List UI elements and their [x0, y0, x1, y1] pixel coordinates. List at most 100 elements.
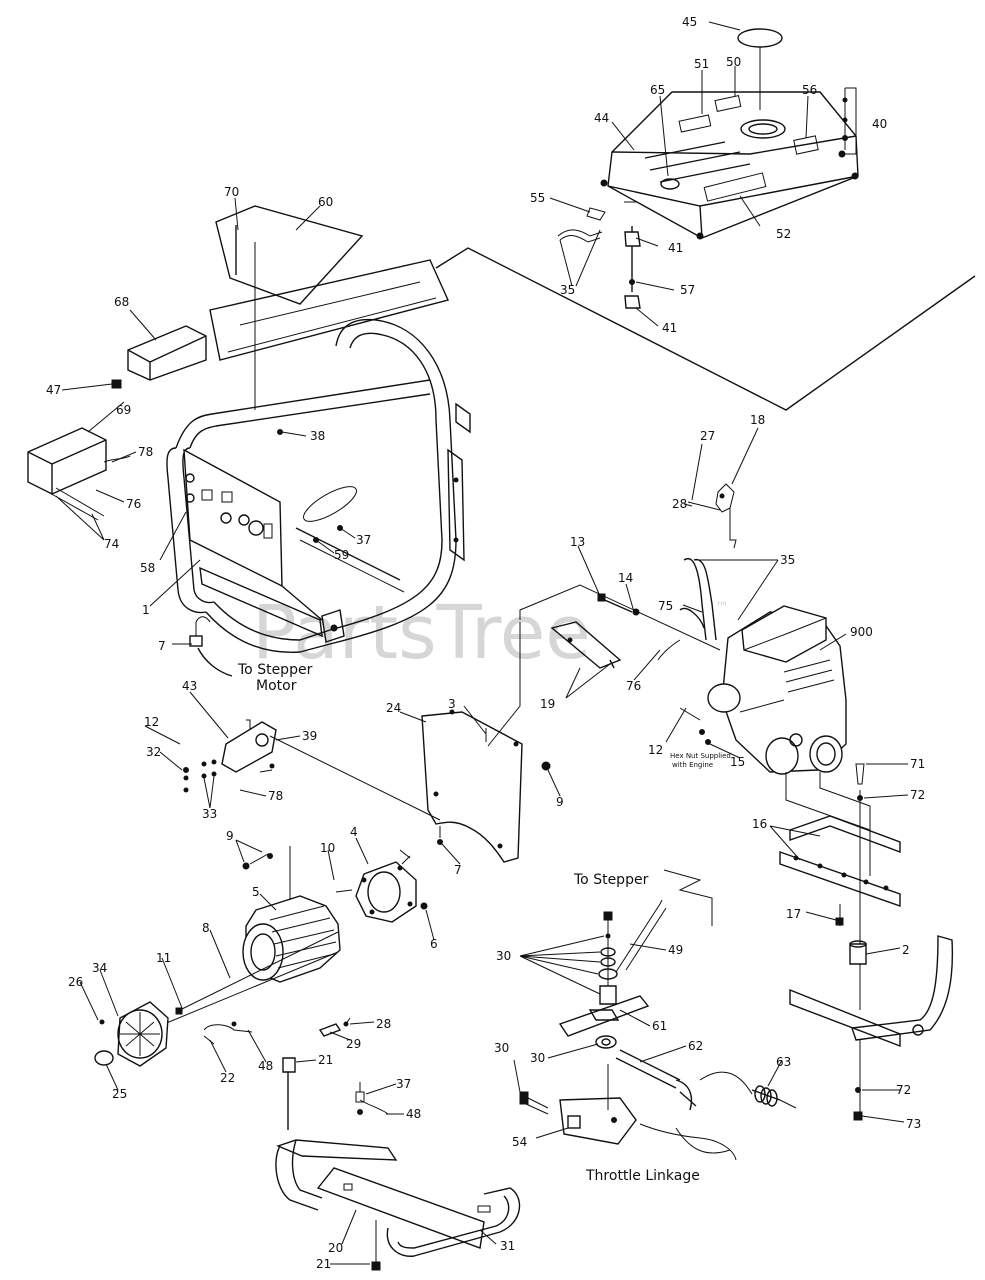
- callout-label: 56: [802, 83, 817, 97]
- callout-label: 48: [258, 1059, 273, 1073]
- watermark-trademark: ™: [715, 600, 729, 616]
- callout-label: 12: [144, 715, 159, 729]
- callout-label: 13: [570, 535, 585, 549]
- mount-rails: [779, 763, 954, 1121]
- callout-label: 37: [396, 1077, 411, 1091]
- callout-label: 16: [752, 817, 767, 831]
- to-stepper-caption: To Stepper: [573, 872, 649, 888]
- callout-label: 17: [786, 907, 801, 921]
- callout-label: 24: [386, 701, 401, 715]
- callout-label: 41: [662, 321, 677, 335]
- callout-label: 65: [650, 83, 665, 97]
- callout-label: 33: [202, 807, 217, 821]
- callout-label: 12: [648, 743, 663, 757]
- callout-label: 43: [182, 679, 197, 693]
- callout-label: 57: [680, 283, 695, 297]
- callout-label: 78: [138, 445, 153, 459]
- callout-label: 44: [594, 111, 609, 125]
- callout-label: 21: [318, 1053, 333, 1067]
- callout-label: 63: [776, 1055, 791, 1069]
- callout-label: 8: [202, 921, 210, 935]
- hex-nut-note-line2: with Engine: [672, 761, 713, 769]
- callout-label: 7: [454, 863, 462, 877]
- stepper-motor-caption-line2: Motor: [256, 678, 297, 694]
- callout-label: 18: [750, 413, 765, 427]
- handle-assembly: [275, 1057, 521, 1271]
- callout-label: 37: [356, 533, 371, 547]
- callout-label: 2: [902, 943, 910, 957]
- callout-label: 72: [910, 788, 925, 802]
- callout-label: 68: [114, 295, 129, 309]
- callout-label: 50: [726, 55, 741, 69]
- throttle-linkage-assembly: [519, 869, 797, 1161]
- callout-label: 58: [140, 561, 155, 575]
- callout-label: 30: [494, 1041, 509, 1055]
- engine-assembly: [519, 483, 871, 876]
- alternator-assembly: [94, 846, 428, 1067]
- callout-label: 75: [658, 599, 673, 613]
- callout-label: 47: [46, 383, 61, 397]
- callout-label: 30: [496, 949, 511, 963]
- callout-label: 9: [556, 795, 564, 809]
- callout-label: 62: [688, 1039, 703, 1053]
- callout-label: 10: [320, 841, 335, 855]
- callout-label: 5: [252, 885, 260, 899]
- callout-label: 31: [500, 1239, 515, 1253]
- callout-label: 76: [626, 679, 641, 693]
- callout-label: 28: [672, 497, 687, 511]
- callout-label: 20: [328, 1241, 343, 1255]
- callout-label: 78: [268, 789, 283, 803]
- callout-label: 69: [116, 403, 131, 417]
- callout-label: 30: [530, 1051, 545, 1065]
- callout-label: 71: [910, 757, 925, 771]
- callout-label: 34: [92, 961, 107, 975]
- fuel-tank-assembly: [557, 28, 859, 309]
- callout-label: 35: [780, 553, 795, 567]
- callout-label: 72: [896, 1083, 911, 1097]
- callout-labels: 45 51 50 65 56 40 44 55 52 41 57 41 35 7…: [46, 15, 925, 1271]
- callout-label: 55: [530, 191, 545, 205]
- callout-label: 60: [318, 195, 333, 209]
- callout-label: 59: [334, 548, 349, 562]
- callout-label: 4: [350, 825, 358, 839]
- callout-label: 25: [112, 1087, 127, 1101]
- callout-label: 52: [776, 227, 791, 241]
- callout-label: 40: [872, 117, 887, 131]
- callout-label: 48: [406, 1107, 421, 1121]
- callout-label: 9: [226, 829, 234, 843]
- throttle-linkage-caption: Throttle Linkage: [585, 1168, 700, 1184]
- callout-label: 39: [302, 729, 317, 743]
- callout-label: 14: [618, 571, 633, 585]
- callout-label: 45: [682, 15, 697, 29]
- callout-label: 29: [346, 1037, 361, 1051]
- callout-label: 6: [430, 937, 438, 951]
- tank-group-boundary: [435, 247, 976, 411]
- callout-label: 26: [68, 975, 83, 989]
- callout-label: 27: [700, 429, 715, 443]
- callout-label: 49: [668, 943, 683, 957]
- callout-label: 73: [906, 1117, 921, 1131]
- callout-label: 21: [316, 1257, 331, 1271]
- leader-lines: [55, 21, 909, 1265]
- callout-label: 38: [310, 429, 325, 443]
- callout-label: 3: [448, 697, 456, 711]
- stepper-motor-caption-line1: To Stepper: [237, 662, 313, 678]
- callout-label: 11: [156, 951, 171, 965]
- callout-label: 41: [668, 241, 683, 255]
- callout-label: 70: [224, 185, 239, 199]
- callout-label: 22: [220, 1071, 235, 1085]
- shroud-panel: [421, 622, 551, 863]
- callout-label: 7: [158, 639, 166, 653]
- callout-label: 51: [694, 57, 709, 71]
- callout-label: 32: [146, 745, 161, 759]
- callout-label: 61: [652, 1019, 667, 1033]
- callout-label: 28: [376, 1017, 391, 1031]
- callout-label: 76: [126, 497, 141, 511]
- callout-label: 35: [560, 283, 575, 297]
- callout-label: 74: [104, 537, 119, 551]
- callout-label: 900: [850, 625, 873, 639]
- callout-label: 19: [540, 697, 555, 711]
- callout-label: 54: [512, 1135, 527, 1149]
- control-device-assembly: [183, 719, 441, 821]
